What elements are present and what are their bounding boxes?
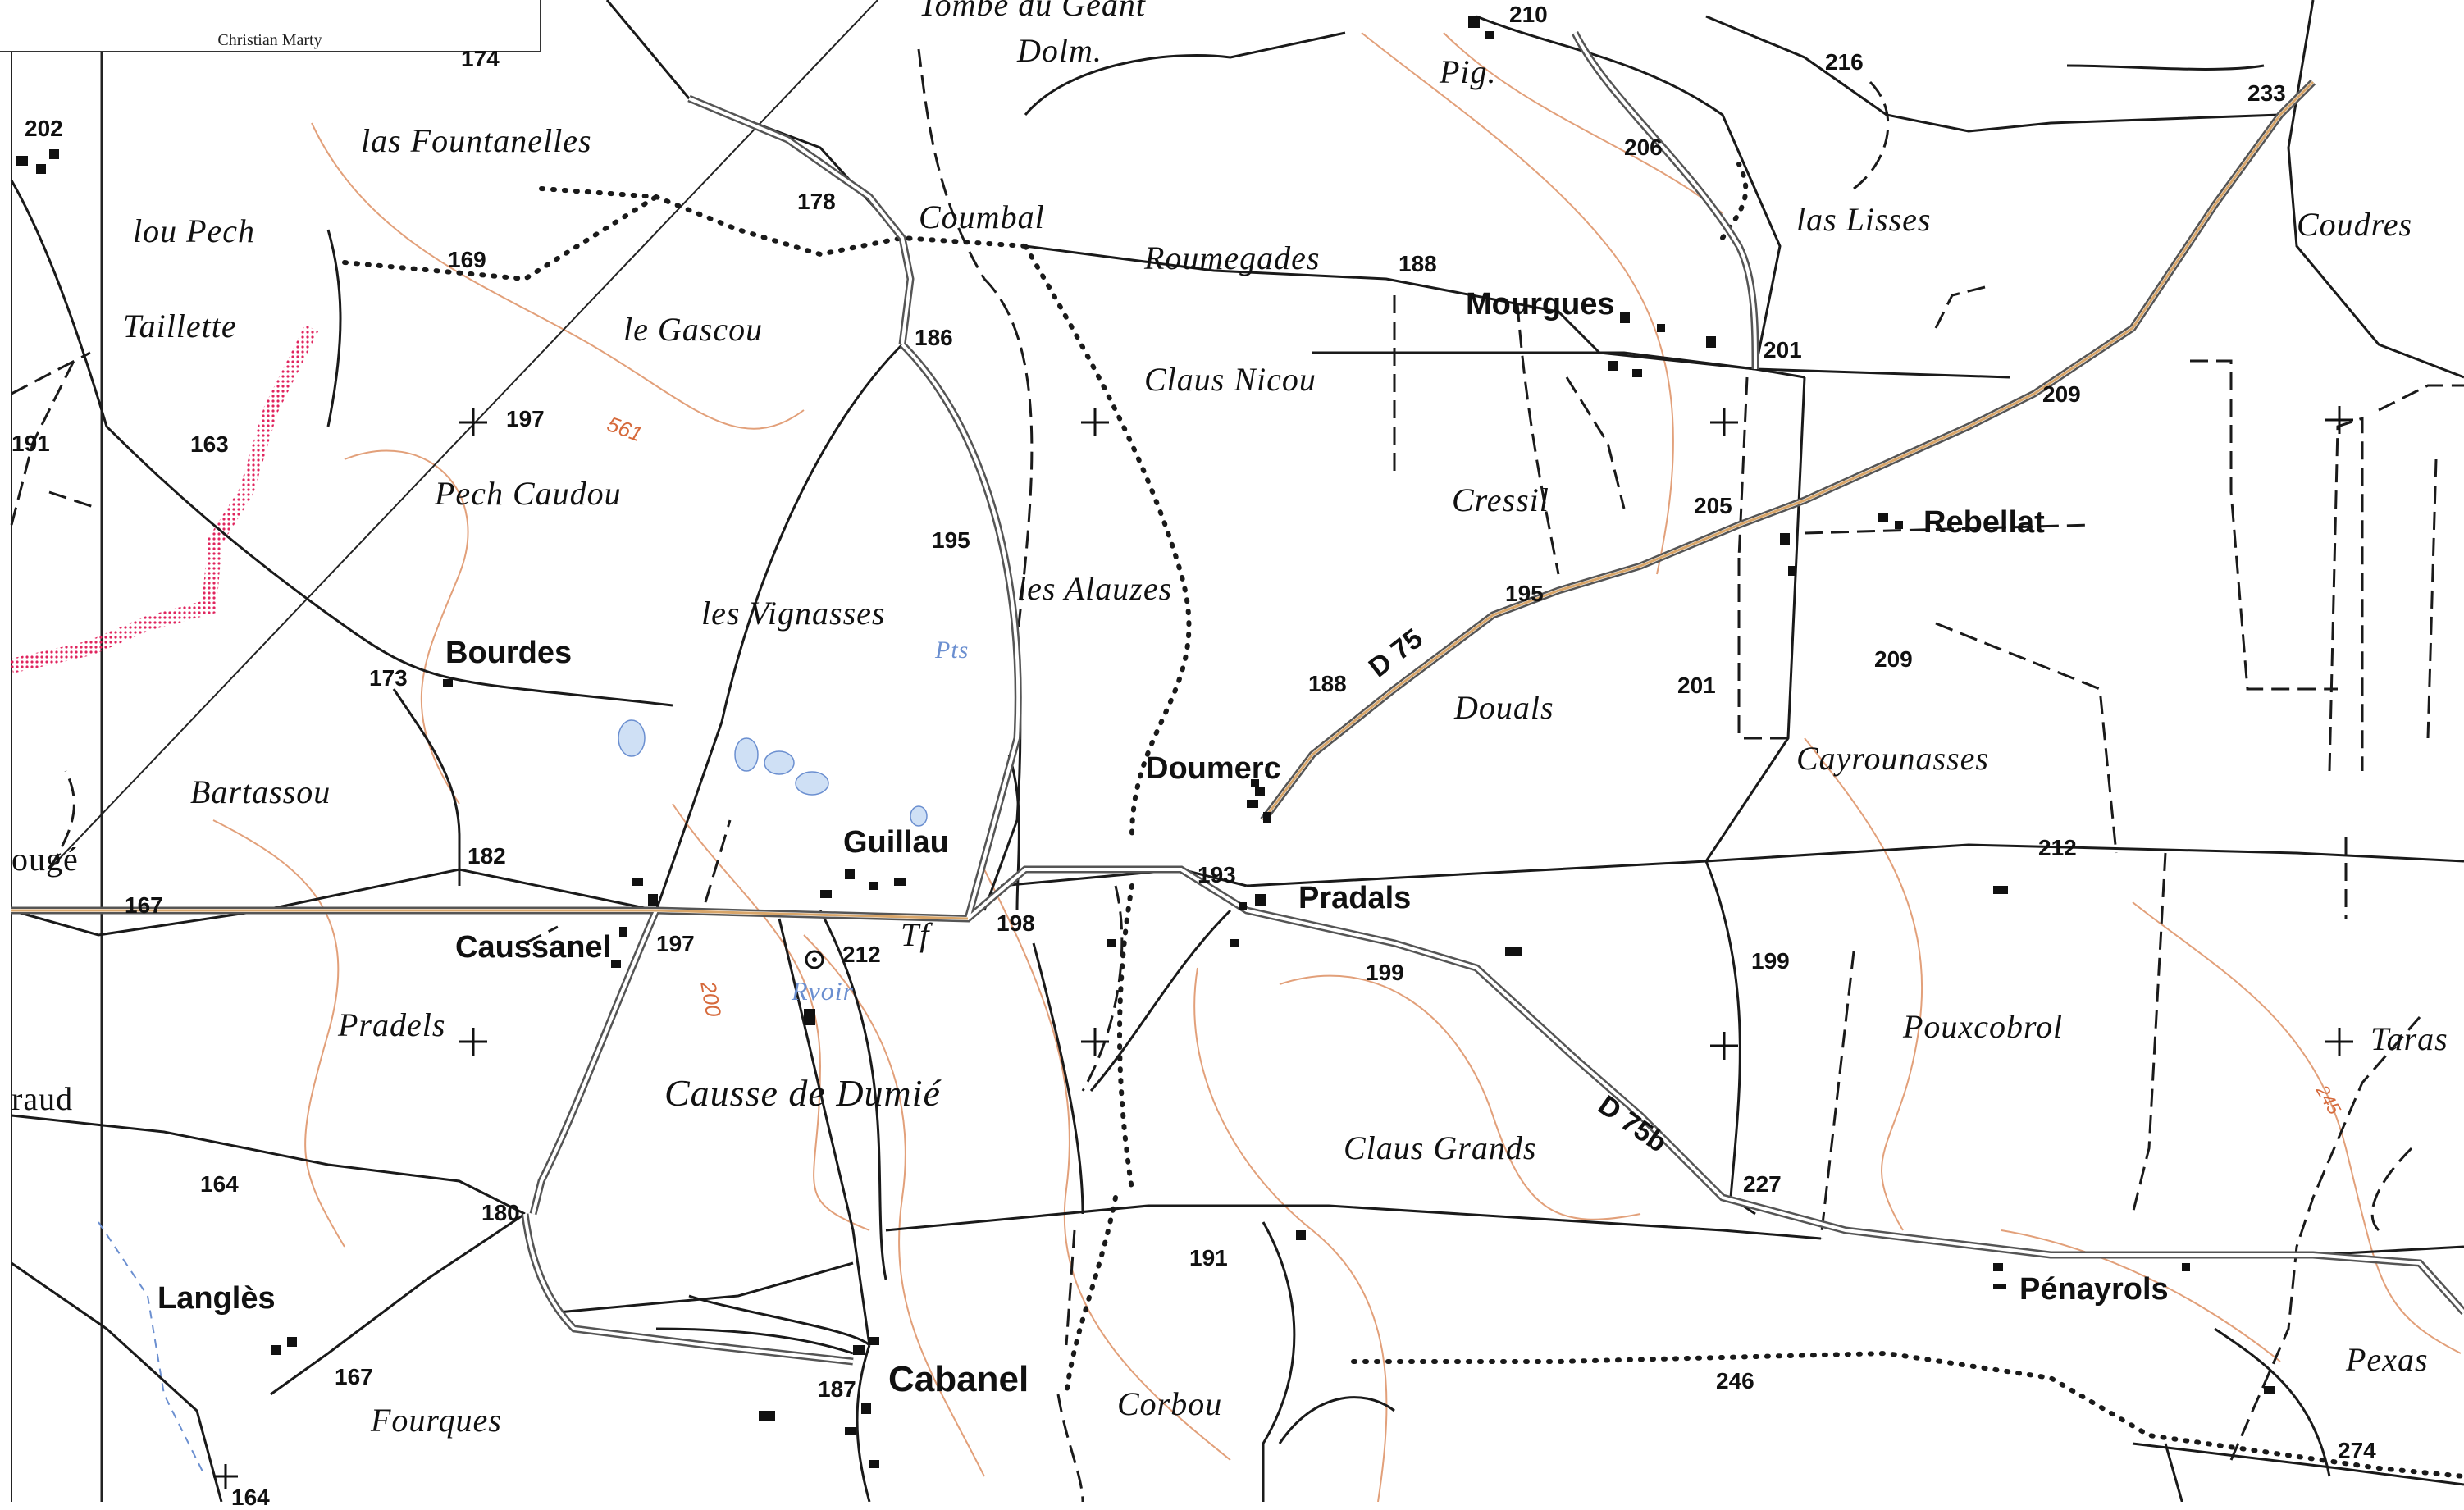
hamlet-pradals: Pradals (1298, 881, 1412, 915)
place-pig: Pig. (1440, 53, 1497, 90)
spot-crosses (213, 406, 2353, 1489)
elevation-227: 227 (1743, 1171, 1782, 1197)
hamlet-bourdes: Bourdes (445, 636, 573, 670)
place-cayrounasses: Cayrounasses (1796, 740, 1989, 777)
hamlet-doumerc: Doumerc (1146, 751, 1281, 786)
elevation-216: 216 (1825, 49, 1864, 75)
elevation-197-north: 197 (506, 406, 545, 431)
elevation-212-rvoir: 212 (842, 942, 881, 967)
elevation-209-south: 209 (1874, 646, 1913, 672)
elevation-274: 274 (2338, 1438, 2376, 1463)
elevation-188-road: 188 (1308, 671, 1347, 696)
place-pradels: Pradels (338, 1006, 446, 1043)
buildings (16, 16, 2275, 1468)
elevation-206: 206 (1624, 135, 1663, 160)
elevation-205: 205 (1694, 493, 1732, 518)
place-pexas: Pexas (2346, 1341, 2429, 1378)
elevation-173: 173 (369, 665, 408, 691)
place-pouxcobrol: Pouxcobrol (1903, 1008, 2064, 1045)
place-taras: Taras (2370, 1020, 2448, 1057)
place-les-vignasses: les Vignasses (701, 595, 886, 632)
place-claus-nicou: Claus Nicou (1144, 361, 1316, 398)
stream (98, 1221, 206, 1477)
place-gascou: le Gascou (623, 311, 764, 348)
place-las-lisses: las Lisses (1796, 201, 1932, 238)
elevation-193: 193 (1198, 862, 1236, 887)
reservoir-symbol (805, 950, 824, 969)
straight-line (48, 0, 878, 870)
place-dolm: Dolm. (1017, 32, 1102, 69)
map-credit: Christian Marty (0, 0, 541, 52)
elevation-164-south: 164 (231, 1485, 270, 1510)
elevation-167-south: 167 (335, 1364, 373, 1389)
elevation-164-west: 164 (200, 1171, 239, 1197)
place-lou-pech: lou Pech (133, 212, 256, 249)
elevation-210: 210 (1509, 2, 1548, 27)
elevation-209-north: 209 (2042, 381, 2081, 407)
place-cressil: Cressil (1452, 481, 1549, 518)
place-bartassou: Bartassou (190, 773, 331, 810)
place-douals: Douals (1454, 689, 1554, 726)
place-claus-grands: Claus Grands (1344, 1129, 1537, 1166)
departmental-road-highlight (11, 80, 2315, 920)
elevation-198: 198 (997, 910, 1035, 936)
elevation-191-west: 191 (11, 431, 50, 456)
place-pts: Pts (935, 636, 970, 664)
hamlet-penayrols: Pénayrols (2019, 1272, 2169, 1307)
elevation-212-east: 212 (2038, 835, 2077, 860)
elevation-182: 182 (468, 843, 506, 869)
elevation-246: 246 (1716, 1368, 1754, 1394)
place-rvoir: Rvoir (792, 976, 855, 1006)
elevation-186: 186 (915, 325, 953, 350)
elevation-174: 174 (461, 46, 500, 71)
contour-200: 200 (696, 979, 727, 1019)
elevation-169: 169 (448, 247, 486, 272)
elevation-188-north: 188 (1399, 251, 1437, 276)
place-tombe: Tombe du Géant (919, 0, 1146, 23)
hamlet-cabanel: Cabanel (888, 1359, 1029, 1399)
elevation-167-west: 167 (125, 892, 163, 918)
place-fountanelles: las Fountanelles (361, 122, 592, 159)
hamlet-rebellat: Rebellat (1923, 505, 2045, 540)
place-pech-caudou: Pech Caudou (435, 475, 622, 512)
hamlet-caussanel: Caussanel (455, 930, 612, 965)
place-raud: raud (11, 1080, 74, 1117)
elevation-202: 202 (25, 116, 63, 141)
place-coudres: Coudres (2297, 206, 2413, 243)
elevation-163: 163 (190, 431, 229, 457)
hamlet-guillau: Guillau (843, 825, 949, 860)
dashed-tracks (10, 48, 2464, 1502)
elevation-191-south: 191 (1189, 1245, 1228, 1270)
elevation-187: 187 (818, 1376, 856, 1402)
elevation-199-east: 199 (1751, 948, 1790, 974)
place-les-alauzes: les Alauzes (1017, 570, 1173, 607)
contour-lines (212, 32, 2462, 1502)
place-roumegades: Roumegades (1144, 240, 1321, 276)
elevation-178: 178 (797, 189, 836, 214)
elevation-195-vignasses: 195 (932, 527, 970, 553)
elevation-199-road: 199 (1366, 960, 1404, 985)
place-causse-de-dumie: Causse de Dumié (664, 1072, 941, 1114)
place-ouge: ougé (11, 841, 79, 878)
roads-casing (11, 30, 2464, 1366)
place-coumbal: Coumbal (919, 198, 1045, 235)
place-corbou: Corbou (1117, 1385, 1223, 1422)
ponds (618, 719, 928, 827)
commune-boundary (9, 324, 319, 673)
place-tf: Tf (901, 916, 930, 953)
place-fourques: Fourques (371, 1402, 502, 1439)
elevation-233: 233 (2247, 80, 2286, 106)
elevation-195-road: 195 (1505, 581, 1544, 606)
place-taillette: Taillette (123, 308, 237, 344)
roads-fill (11, 32, 2464, 1363)
elevation-201-north: 201 (1764, 337, 1802, 363)
hamlet-mourgues: Mourgues (1466, 287, 1615, 322)
elevation-201-south: 201 (1677, 673, 1716, 698)
footpaths (342, 162, 2464, 1479)
elevation-197-caussanel: 197 (656, 931, 695, 956)
elevation-180: 180 (481, 1200, 520, 1225)
hamlet-langles: Langlès (157, 1281, 276, 1316)
